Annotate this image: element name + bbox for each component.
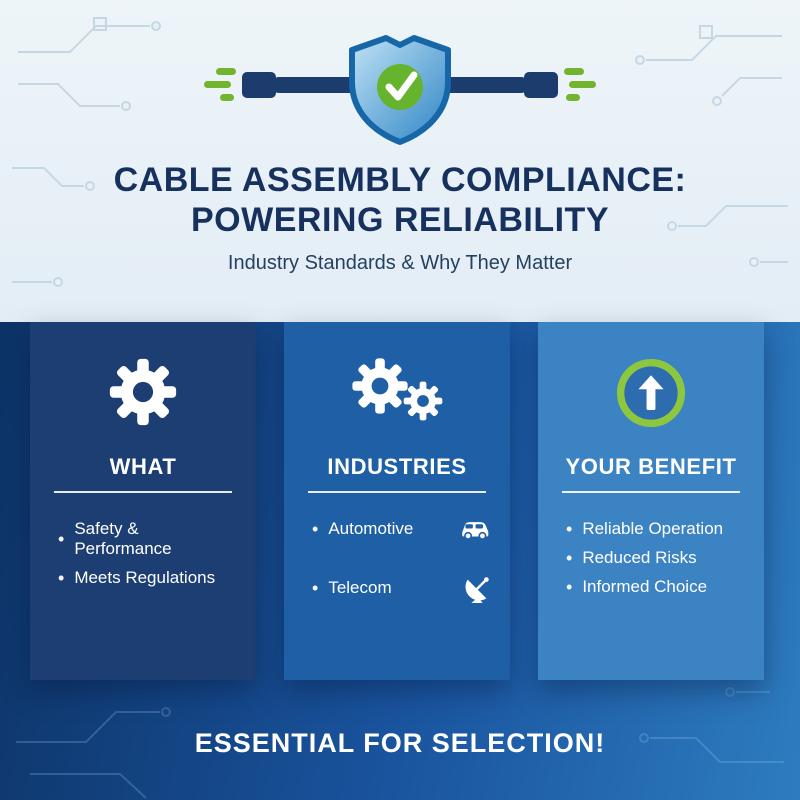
speed-dashes-left xyxy=(204,68,236,101)
heading-divider xyxy=(54,491,232,493)
title-line-2: POWERING RELIABILITY xyxy=(191,201,609,239)
list-item: Automotive xyxy=(312,517,492,541)
page-subtitle: Industry Standards & Why They Matter xyxy=(227,252,573,274)
card-heading-what: WHAT xyxy=(109,454,177,479)
footer-banner: ESSENTIAL FOR SELECTION! xyxy=(194,728,606,758)
list-item: Reduced Risks xyxy=(566,548,746,568)
card-what: WHAT Safety & Performance Meets Regulati… xyxy=(30,322,256,680)
circuit-trace-decoration-top xyxy=(12,17,788,287)
check-badge xyxy=(377,64,423,110)
shield-check-with-cables-icon xyxy=(204,35,596,145)
header-section: CABLE ASSEMBLY COMPLIANCE: POWERING RELI… xyxy=(0,0,800,322)
heading-divider xyxy=(562,491,740,493)
card-industries: INDUSTRIES Automotive Te xyxy=(284,322,510,680)
arrow-up-circle-icon xyxy=(616,358,686,428)
list-item: Telecom xyxy=(312,573,492,603)
satellite-dish-icon xyxy=(465,577,489,603)
cables xyxy=(242,72,558,98)
card-benefit-list: Reliable Operation Reduced Risks Informe… xyxy=(538,519,764,597)
list-item: Safety & Performance xyxy=(58,519,238,559)
list-item: Informed Choice xyxy=(566,577,746,597)
gears-icon xyxy=(350,356,444,422)
list-item: Reliable Operation xyxy=(566,519,746,539)
heading-divider xyxy=(308,491,486,493)
card-industries-list: Automotive Telecom xyxy=(284,517,510,603)
speed-dashes-right xyxy=(564,68,596,101)
card-heading-industries: INDUSTRIES xyxy=(327,454,467,479)
list-item: Meets Regulations xyxy=(58,568,238,588)
page-title: CABLE ASSEMBLY COMPLIANCE: POWERING RELI… xyxy=(0,160,800,240)
gear-small-icon xyxy=(403,381,443,421)
card-benefit: YOUR BENEFIT Reliable Operation Reduced … xyxy=(538,322,764,680)
card-what-list: Safety & Performance Meets Regulations xyxy=(30,519,256,588)
title-line-1: CABLE ASSEMBLY COMPLIANCE: xyxy=(113,161,687,199)
shield-cable-graphic xyxy=(190,24,610,154)
gear-large-icon xyxy=(352,358,408,414)
car-icon xyxy=(462,522,489,540)
content-section: WHAT Safety & Performance Meets Regulati… xyxy=(0,322,800,800)
checkmark-icon xyxy=(385,71,418,101)
cards-row: WHAT Safety & Performance Meets Regulati… xyxy=(30,322,764,680)
card-heading-benefit: YOUR BENEFIT xyxy=(565,454,737,479)
gear-icon xyxy=(109,358,177,426)
circuit-trace-decoration-bottom xyxy=(16,687,784,799)
